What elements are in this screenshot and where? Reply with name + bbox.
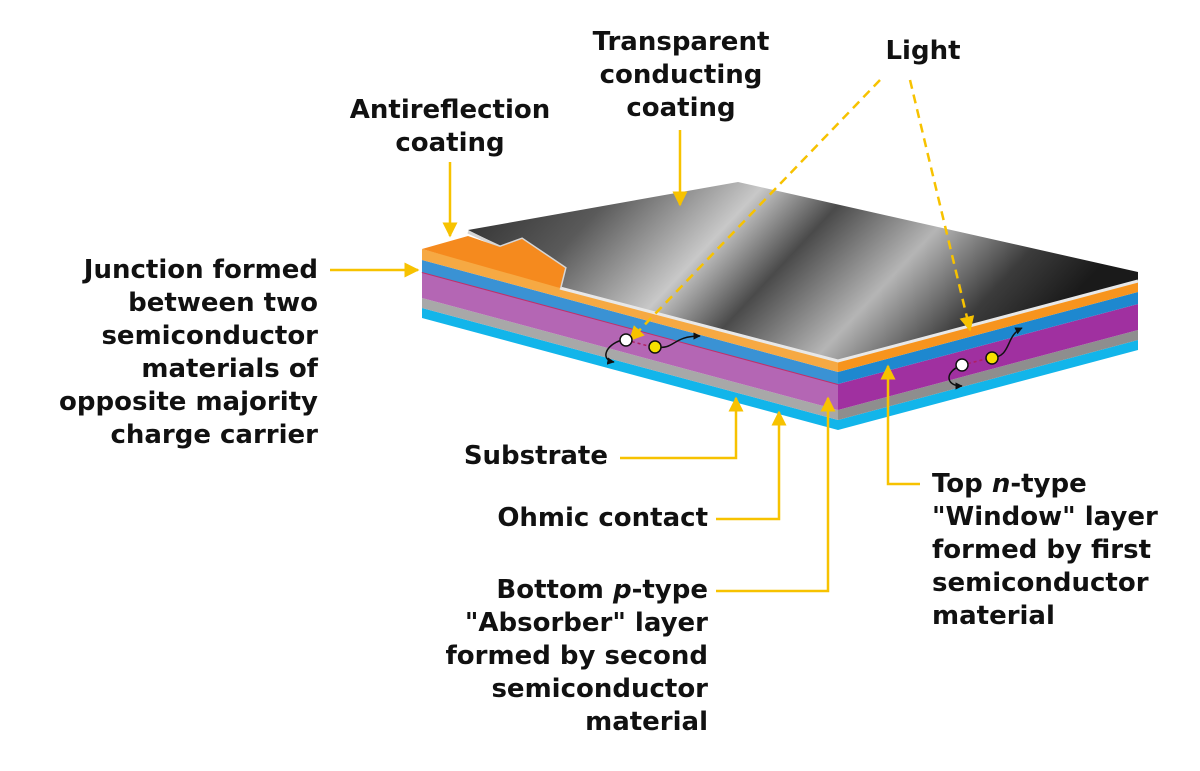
ohmic-contact-layer-left [422,298,838,420]
label-text: -type [1010,469,1087,499]
substrate-layer-right [838,340,1138,430]
label-line: semiconductor [491,674,708,704]
hole-icon [619,333,633,347]
label-line: between two [128,288,318,318]
label-line: Substrate [463,441,608,471]
label-line: material [585,707,708,737]
leader-absorber [716,396,836,593]
label-line: coating [395,128,505,158]
label-antireflection: Antireflection coating [340,94,560,160]
label-italic: p [612,575,632,605]
window-layer-right [838,292,1138,384]
label-bottom-absorber: Bottom p-type "Absorber" layer formed by… [430,574,708,739]
label-transparent-coating: Transparent conducting coating [588,26,774,125]
label-line: semiconductor [932,568,1149,598]
light-ray-right [908,79,975,332]
label-light: Light [868,35,978,68]
label-line: materials of [141,354,318,384]
antireflection-coating [422,236,565,288]
leader-ohmic-contact [716,410,787,521]
electron-icon [985,351,999,365]
carrier-link-left [625,339,653,348]
label-text: -type [631,575,708,605]
leader-lines [330,130,920,593]
label-text: Top [932,469,992,499]
label-line: formed by first [932,535,1151,565]
label-line: material [932,601,1055,631]
leader-substrate [620,396,744,460]
electron-icon [648,340,662,354]
label-ohmic-contact: Ohmic contact [440,502,708,535]
label-line: conducting [599,60,763,90]
label-line: semiconductor [101,321,318,351]
label-line: "Window" layer [932,502,1158,532]
carrier-pair-left [605,332,701,365]
label-top-window: Top n-type "Window" layer formed by firs… [932,468,1192,633]
carrier-pair-right [948,327,1023,390]
junction-layer-right [838,281,1138,372]
label-line: Antireflection [349,95,551,125]
junction-layer-left [422,249,838,372]
label-line: formed by second [445,641,708,671]
label-line: Junction formed [83,255,318,285]
window-layer-left [422,260,838,384]
label-line: Bottom p-type [430,574,708,607]
label-line: coating [626,93,736,123]
right-face-layers [838,281,1138,430]
label-text: Bottom [496,575,613,605]
label-line: Top n-type [932,468,1192,501]
label-line: Light [885,36,961,66]
carrier-link-right [961,357,991,366]
label-junction: Junction formed between two semiconducto… [20,254,318,452]
light-rays [628,79,975,342]
label-line: charge carrier [110,420,318,450]
label-substrate: Substrate [420,440,608,473]
leader-window [880,364,920,486]
label-line: "Absorber" layer [464,608,708,638]
hole-icon [955,358,969,372]
light-ray-left [628,79,881,342]
label-line: Ohmic contact [497,503,708,533]
label-line: opposite majority [59,387,318,417]
ohmic-contact-layer-right [838,330,1138,420]
label-line: Transparent [592,27,770,57]
coating-edge-highlight [559,279,1139,363]
label-italic: n [991,469,1011,499]
carrier-path-left-out [605,339,623,365]
